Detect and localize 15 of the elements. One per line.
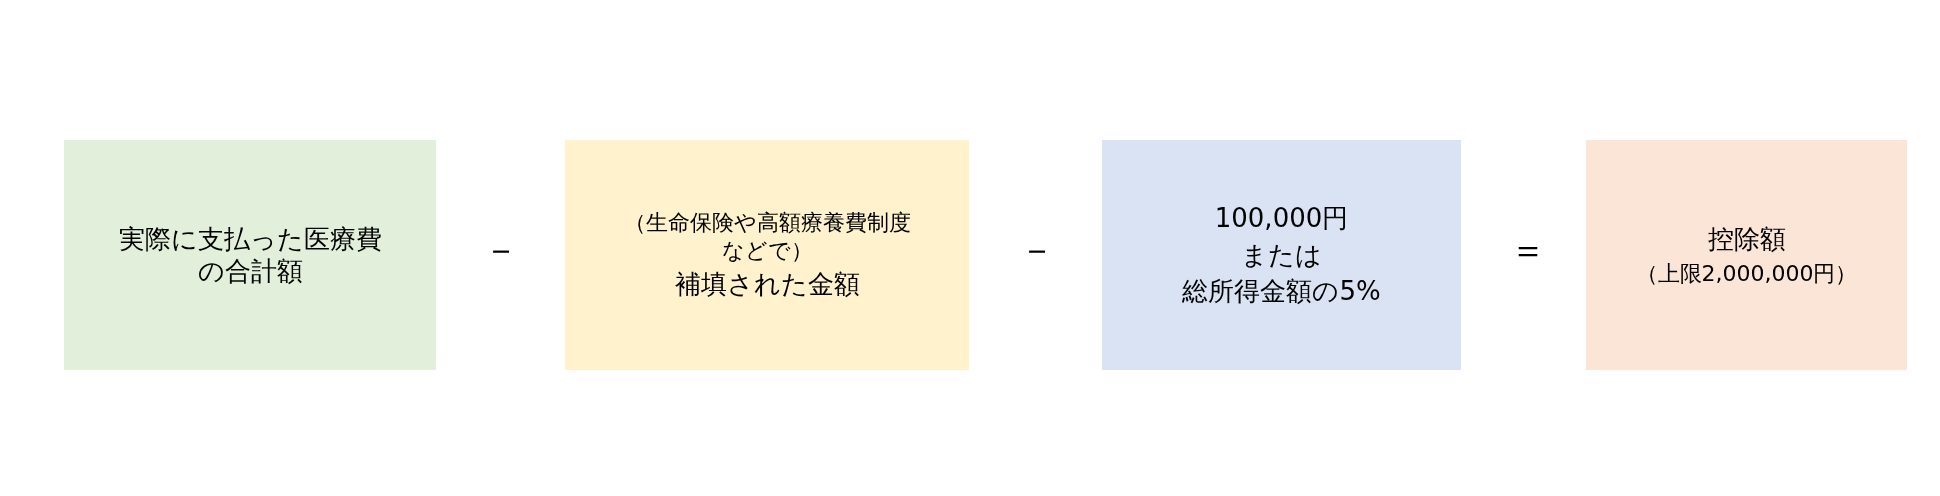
formula-box xyxy=(1102,140,1461,370)
operator-sign: ＝ xyxy=(1510,232,1546,268)
box-text: または xyxy=(1240,238,1323,272)
formula-box xyxy=(565,140,969,370)
operator-sign: － xyxy=(1019,232,1055,268)
box-text: 100,000円 xyxy=(1213,202,1350,235)
formula-box xyxy=(64,140,436,370)
box-text: 控除額 xyxy=(1706,223,1787,256)
box-text: （上限2,000,000円） xyxy=(1634,259,1859,287)
box-text: （生命保険や高額療養費制度などで） xyxy=(622,209,912,265)
operator-sign: － xyxy=(483,232,519,268)
box-text: 補填された金額 xyxy=(673,268,861,301)
box-text: 実際に支払った医療費の合計額 xyxy=(117,222,383,288)
formula-box xyxy=(1586,140,1907,370)
box-text: 総所得金額の5% xyxy=(1181,275,1382,308)
